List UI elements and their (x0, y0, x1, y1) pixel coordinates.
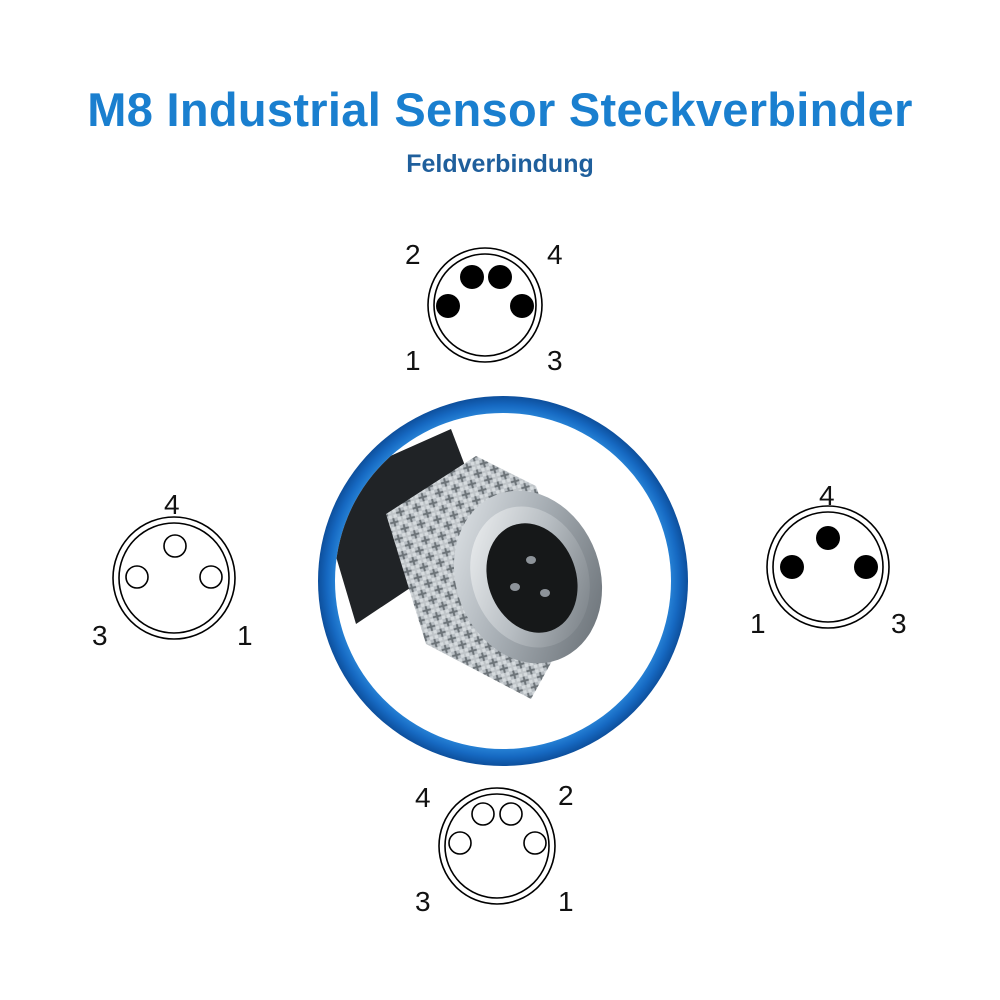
pin-3 (854, 555, 878, 579)
insert-socket-left (510, 583, 520, 591)
page-title: M8 Industrial Sensor Steckverbinder (87, 83, 913, 136)
pin-1 (436, 294, 460, 318)
connector-insert (486, 523, 578, 633)
pin-label-1: 1 (405, 345, 421, 376)
socket-1 (199, 565, 223, 589)
pinout-bottom-4pin-female-diagram (438, 787, 556, 905)
socket-2 (499, 802, 523, 826)
pin-label-1: 1 (750, 608, 766, 639)
socket-4 (471, 802, 495, 826)
pin-label-4: 4 (547, 239, 563, 270)
pin-label-4: 4 (415, 782, 431, 813)
socket-1 (523, 831, 547, 855)
pin-2 (460, 265, 484, 289)
pinout-top-4pin-male-diagram (427, 247, 543, 363)
socket-4 (163, 534, 187, 558)
pinout-left-3pin-female-diagram (112, 516, 236, 640)
pinout-bottom-4pin-female: 4 2 3 1 (415, 778, 590, 923)
pin-label-3: 3 (891, 608, 907, 639)
pinout-left-3pin-female: 4 3 1 (90, 485, 265, 655)
pinout-right-3pin-male-diagram (766, 505, 890, 629)
page-subtitle: Feldverbindung (406, 150, 594, 178)
pin-label-1: 1 (558, 886, 574, 917)
pinout-top-4pin-male: 2 4 1 3 (405, 235, 580, 376)
pin-label-2: 2 (558, 780, 574, 811)
pinout-right-3pin-male: 4 1 3 (745, 478, 920, 648)
insert-socket-top (526, 556, 536, 564)
pin-label-1: 1 (237, 620, 253, 651)
connector-face-inner-ring (118, 522, 230, 634)
connector-photo (318, 396, 688, 766)
pin-label-3: 3 (415, 886, 431, 917)
pin-4 (488, 265, 512, 289)
insert-socket-right (540, 589, 550, 597)
pin-label-4: 4 (164, 489, 180, 520)
pin-label-2: 2 (405, 239, 421, 270)
pin-1 (780, 555, 804, 579)
pin-4 (816, 526, 840, 550)
connector-face-inner-ring (444, 793, 550, 899)
pin-label-4: 4 (819, 480, 835, 511)
socket-3 (125, 565, 149, 589)
connector-face-inner-ring (772, 511, 884, 623)
socket-3 (448, 831, 472, 855)
pin-label-3: 3 (547, 345, 563, 376)
pin-3 (510, 294, 534, 318)
pin-label-3: 3 (92, 620, 108, 651)
